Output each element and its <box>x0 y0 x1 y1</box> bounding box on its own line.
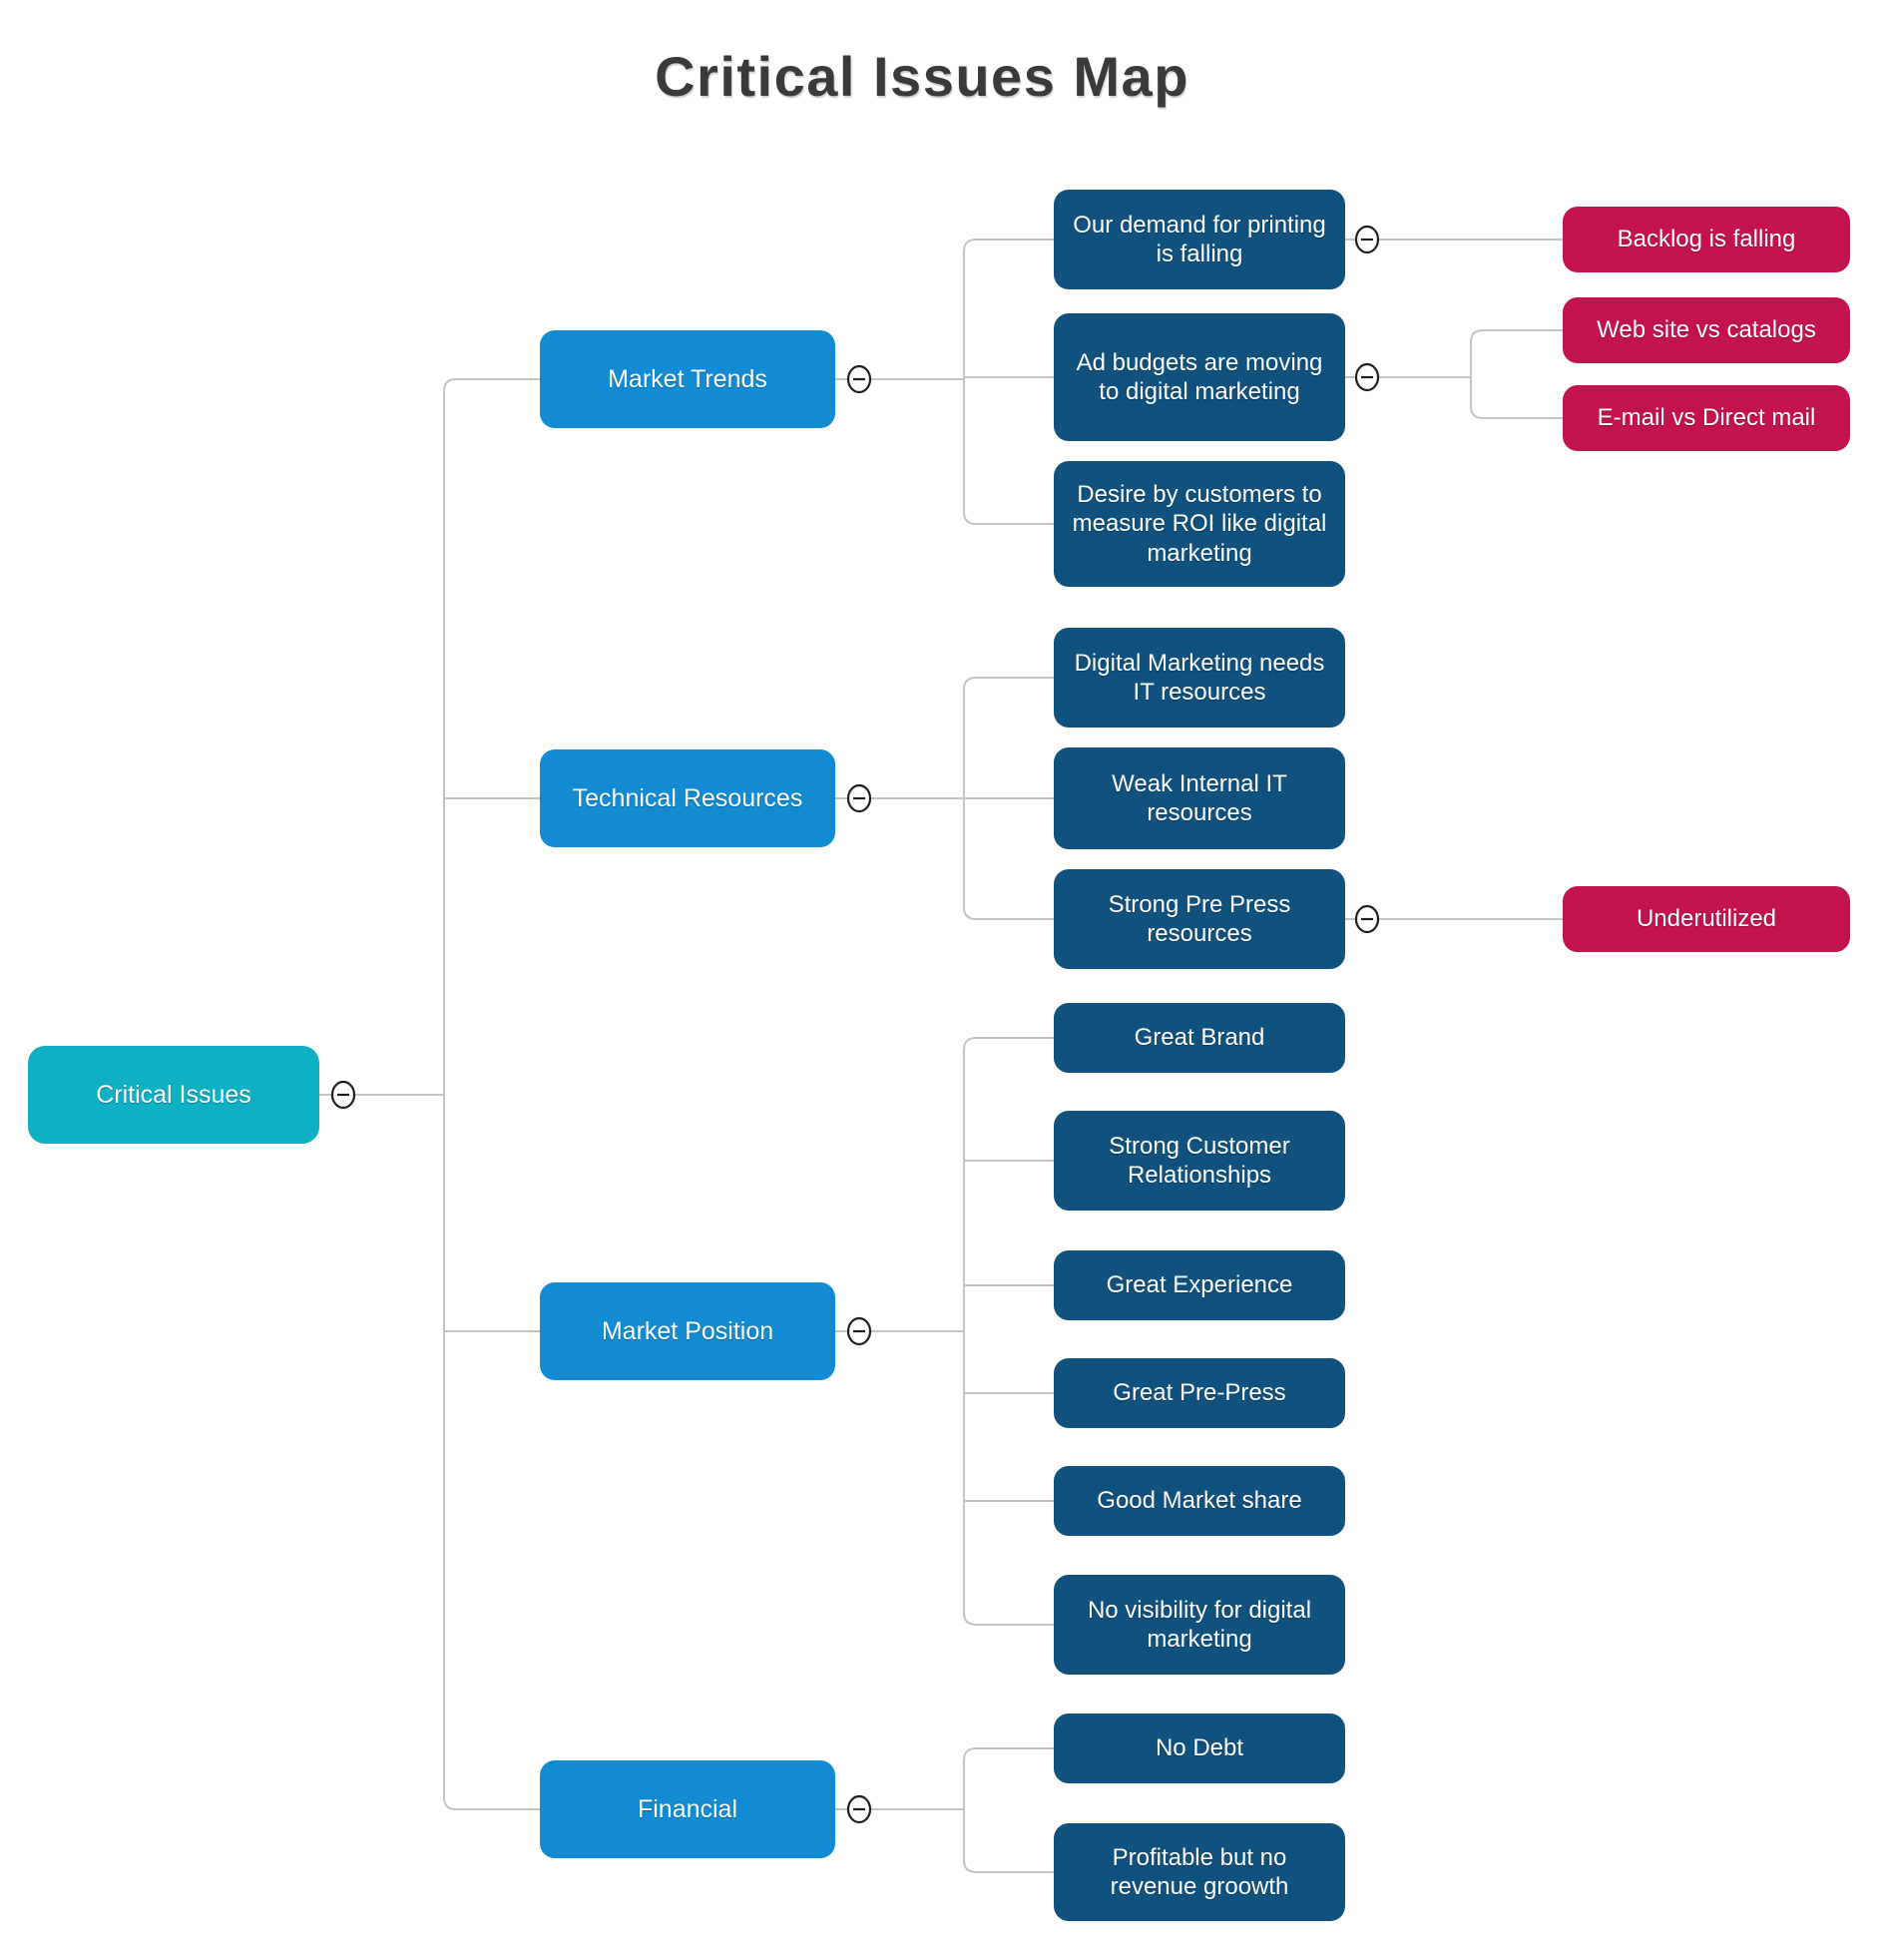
leaf-node-underutilized[interactable]: Underutilized <box>1563 886 1850 952</box>
map-title: Critical Issues Map <box>655 44 1189 108</box>
collapse-minus-icon-root[interactable] <box>330 1080 356 1110</box>
collapse-minus-icon-market-trends[interactable] <box>846 364 872 394</box>
collapse-minus-icon-financial[interactable] <box>846 1794 872 1824</box>
root-node-critical-issues[interactable]: Critical Issues <box>28 1046 319 1144</box>
child-node-strong-customer-relationships[interactable]: Strong Customer Relationships <box>1054 1111 1345 1211</box>
child-node-demand-for-printing-falling[interactable]: Our demand for printing is falling <box>1054 190 1345 289</box>
child-node-great-brand[interactable]: Great Brand <box>1054 1003 1345 1073</box>
leaf-node-email-vs-direct-mail[interactable]: E-mail vs Direct mail <box>1563 385 1850 451</box>
leaf-node-web-site-vs-catalogs[interactable]: Web site vs catalogs <box>1563 297 1850 363</box>
child-node-no-debt[interactable]: No Debt <box>1054 1714 1345 1783</box>
branch-node-financial[interactable]: Financial <box>540 1760 835 1858</box>
child-node-measure-roi[interactable]: Desire by customers to measure ROI like … <box>1054 461 1345 587</box>
child-node-strong-pre-press-resources[interactable]: Strong Pre Press resources <box>1054 869 1345 969</box>
collapse-minus-icon-demand-printing[interactable] <box>1354 225 1380 254</box>
leaf-node-backlog-is-falling[interactable]: Backlog is falling <box>1563 207 1850 272</box>
collapse-minus-icon-strong-pre-press[interactable] <box>1354 904 1380 934</box>
branch-node-market-position[interactable]: Market Position <box>540 1282 835 1380</box>
branch-node-technical-resources[interactable]: Technical Resources <box>540 749 835 847</box>
child-node-ad-budgets-digital[interactable]: Ad budgets are moving to digital marketi… <box>1054 313 1345 441</box>
child-node-no-visibility-digital-marketing[interactable]: No visibility for digital marketing <box>1054 1575 1345 1675</box>
child-node-digital-marketing-needs-it[interactable]: Digital Marketing needs IT resources <box>1054 628 1345 728</box>
child-node-good-market-share[interactable]: Good Market share <box>1054 1466 1345 1536</box>
child-node-great-pre-press[interactable]: Great Pre-Press <box>1054 1358 1345 1428</box>
child-node-profitable-no-growth[interactable]: Profitable but no revenue groowth <box>1054 1823 1345 1921</box>
collapse-minus-icon-ad-budgets[interactable] <box>1354 362 1380 392</box>
branch-node-market-trends[interactable]: Market Trends <box>540 330 835 428</box>
collapse-minus-icon-technical-resources[interactable] <box>846 783 872 813</box>
child-node-weak-internal-it[interactable]: Weak Internal IT resources <box>1054 747 1345 849</box>
collapse-minus-icon-market-position[interactable] <box>846 1316 872 1346</box>
child-node-great-experience[interactable]: Great Experience <box>1054 1250 1345 1320</box>
